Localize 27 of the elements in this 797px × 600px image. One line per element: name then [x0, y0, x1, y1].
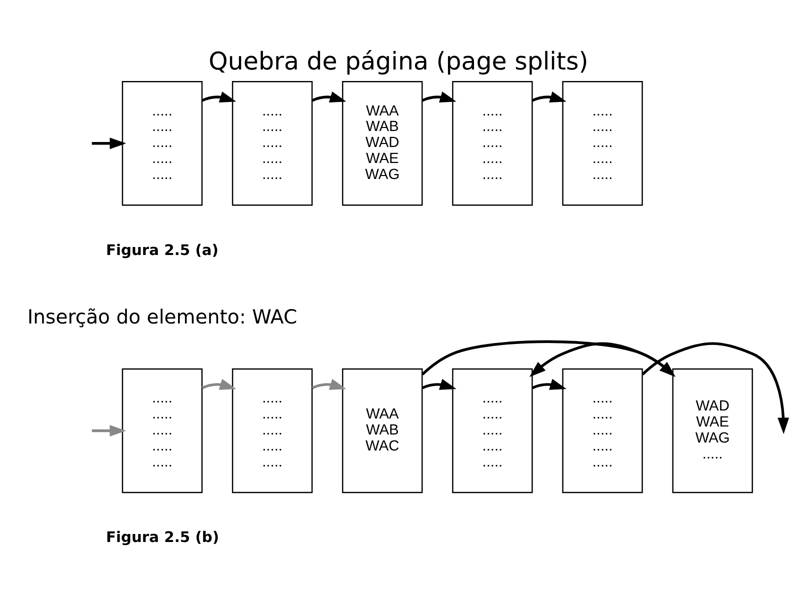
node-box: WAA WAB WAD WAE WAG	[342, 80, 423, 206]
arrow	[202, 90, 236, 102]
arrow	[422, 378, 456, 390]
node-box: ..... ..... ..... ..... .....	[562, 80, 643, 206]
arrow	[312, 378, 346, 390]
label: Figura 2.5 (b)	[106, 528, 220, 546]
arrow	[92, 424, 126, 436]
node-box: ..... ..... ..... ..... .....	[232, 368, 313, 493]
label: Inserção do elemento: WAC	[27, 304, 298, 328]
arrow	[202, 378, 236, 390]
diagram-title: Quebra de página (page splits)	[208, 46, 588, 75]
node-box: WAA WAB WAC	[342, 368, 423, 493]
node-box: ..... ..... ..... ..... .....	[122, 80, 203, 206]
arrow	[92, 137, 126, 149]
arrow	[532, 378, 566, 390]
node-box: ..... ..... ..... ..... .....	[452, 80, 533, 206]
arrow	[642, 342, 789, 434]
node-box: ..... ..... ..... ..... .....	[232, 80, 313, 206]
label: Figura 2.5 (a)	[106, 241, 219, 258]
node-box: ..... ..... ..... ..... .....	[562, 368, 643, 493]
node-box: ..... ..... ..... ..... .....	[122, 368, 203, 493]
arrow	[529, 342, 674, 377]
node-box: WAD WAE WAG .....	[672, 368, 753, 493]
arrow	[422, 90, 456, 102]
node-box: ..... ..... ..... ..... .....	[452, 368, 533, 493]
arrow	[312, 90, 346, 102]
arrow	[532, 90, 566, 102]
